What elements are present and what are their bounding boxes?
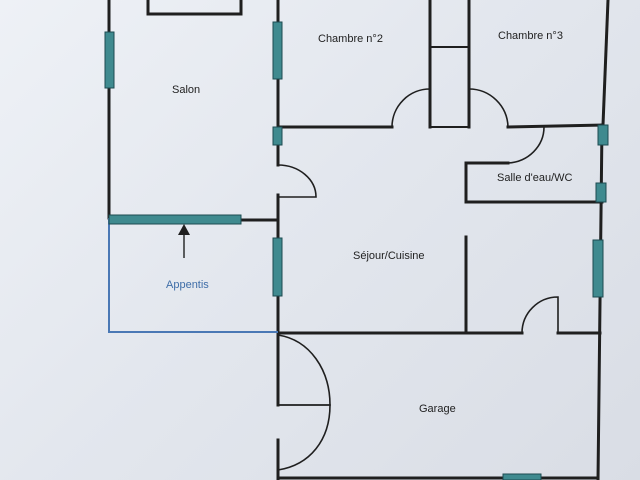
window-corridor-left [272,126,283,146]
appentis-outline [108,218,278,333]
door-garage-bottom-leaf [277,404,331,471]
label-garage: Garage [419,403,456,415]
window-sejour-right [592,239,604,298]
label-salle-eau: Salle d'eau/WC [497,172,573,184]
windows [104,21,609,480]
wall-salon-alcove [146,0,243,16]
window-sejour-left [272,237,283,297]
window-salon-left [104,31,115,89]
door-chambre2 [391,88,431,128]
door-chambre3 [468,88,509,128]
wall-right-upper [601,0,610,127]
window-garage-bottom [502,473,542,480]
doors [277,88,559,471]
arrow-head [178,224,190,235]
wall-right-outer [596,123,604,480]
door-garage-to-sejour [521,296,559,334]
appentis-arrow [178,224,190,258]
door-salon [277,164,317,198]
label-chambre2: Chambre n°2 [318,33,383,45]
label-appentis: Appentis [166,279,209,291]
wall-chambre-bottom-right [506,123,605,129]
label-salon: Salon [172,84,200,96]
door-salle-eau [507,126,545,164]
label-sejour-cuisine: Séjour/Cuisine [353,250,425,262]
label-chambre3: Chambre n°3 [498,30,563,42]
room-labels: Salon Chambre n°2 Chambre n°3 Salle d'ea… [166,30,573,415]
window-salon-bottom [108,214,242,225]
window-salon-right [272,21,283,80]
door-garage-top-leaf [277,334,331,406]
window-chambre3-bottom [597,124,609,146]
window-salle-eau [595,182,607,203]
